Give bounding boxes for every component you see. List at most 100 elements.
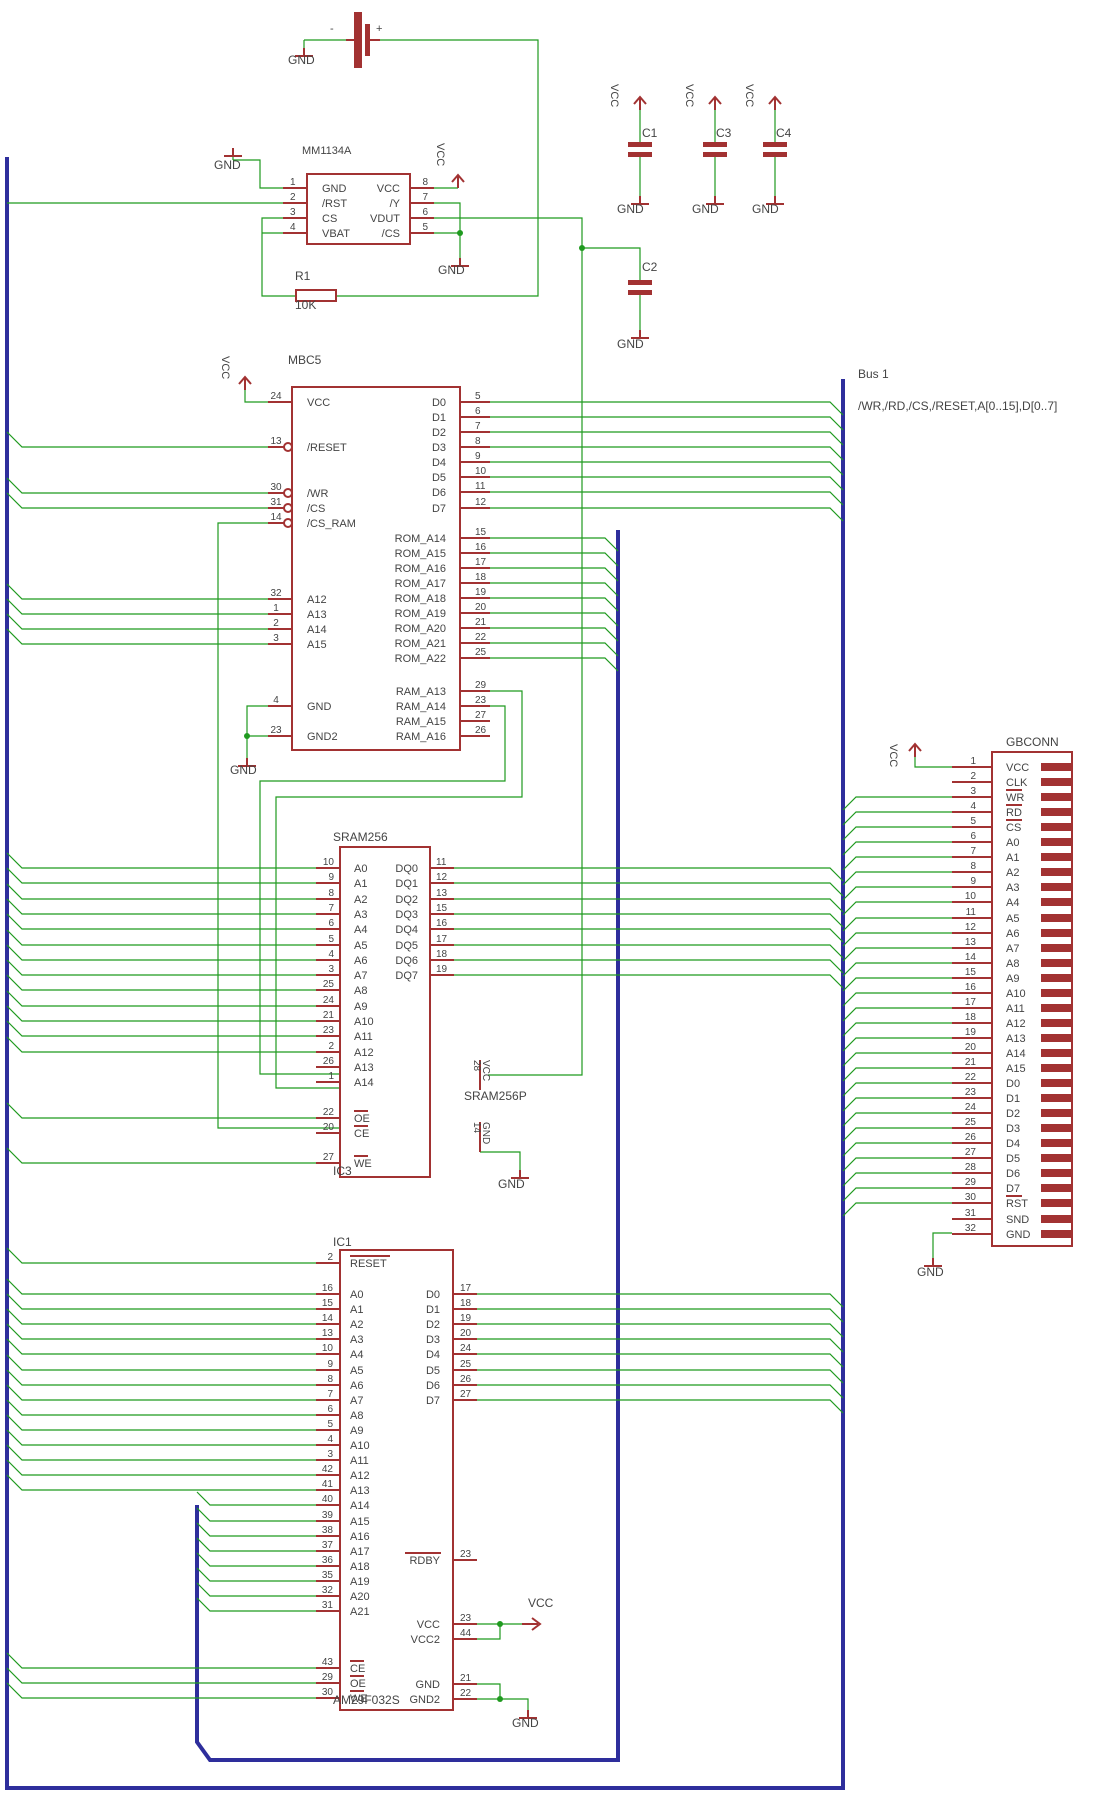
sram-pin-num: 24 xyxy=(323,995,335,1006)
mbc5-rom-bus-wire xyxy=(490,567,619,582)
gbconn-pin-label: RD xyxy=(1006,807,1022,819)
sram-pin-num: 1 xyxy=(328,1071,334,1082)
flash-left-bus-wire xyxy=(6,1399,316,1416)
c4-plate-top xyxy=(763,142,787,147)
battery-gnd: GND xyxy=(288,53,315,67)
c2-gnd-symbol xyxy=(631,330,649,339)
sram-gnd-wire xyxy=(480,1151,521,1170)
mm1134-vcc: VCC xyxy=(434,143,446,166)
mbc5-pin-num: 25 xyxy=(475,647,487,658)
gbconn-bus-wire xyxy=(842,1142,952,1157)
gbconn-contact xyxy=(1041,1230,1071,1238)
flash-data-bus-wire xyxy=(477,1323,844,1338)
sram-pin-num: 6 xyxy=(328,918,334,929)
c4-name: C4 xyxy=(776,126,792,140)
flash-vcc-label: VCC xyxy=(528,1596,554,1610)
gbconn-contact xyxy=(1041,974,1071,982)
gbconn-pin-num: 19 xyxy=(965,1027,977,1038)
gbconn-pin-label: A11 xyxy=(1006,1003,1025,1015)
flash-pin-label: A2 xyxy=(350,1319,363,1331)
gbconn-gnd-symbol xyxy=(924,1258,942,1267)
mbc5-pin-inverter xyxy=(283,518,293,528)
flash-pin-label: A16 xyxy=(350,1531,370,1543)
mbc5-pin-label: RAM_A13 xyxy=(396,686,446,698)
sram-pin-num: 22 xyxy=(323,1107,335,1118)
flash-pin-num: 6 xyxy=(327,1404,333,1415)
gbconn-bus-wire xyxy=(842,1112,952,1127)
mbc5-pin-num: 13 xyxy=(270,436,282,447)
mbc5-pin-label: ROM_A16 xyxy=(395,563,446,575)
sram-pin-label: A3 xyxy=(354,909,367,921)
gbconn-bus-wire xyxy=(842,886,952,901)
gbconn-contact xyxy=(1041,1049,1071,1057)
gbconn-contact xyxy=(1041,883,1071,891)
mm1134-junction xyxy=(457,230,463,236)
flash-left-bus-wire xyxy=(6,1338,316,1355)
mbc5-pin-num: 11 xyxy=(475,481,486,492)
mbc5-pin-label: RAM_A16 xyxy=(396,731,446,743)
mbc5-pin-label: A12 xyxy=(307,594,327,606)
gbconn-pin-label: D5 xyxy=(1006,1153,1020,1165)
flash-left-bus-wire xyxy=(6,1414,316,1431)
gbconn-pin-num: 2 xyxy=(970,771,976,782)
mbc5-gnd-symbol xyxy=(238,758,256,767)
gbconn-bus-wire xyxy=(842,796,952,811)
mm1134-vcc-symbol xyxy=(451,173,465,188)
flash-gnd-label: GND xyxy=(512,1716,539,1730)
flash-pin-num: 15 xyxy=(322,1298,334,1309)
sram-pin-label: A9 xyxy=(354,1001,367,1013)
mbc5-vcc: VCC xyxy=(219,356,231,379)
mm1134-body xyxy=(306,173,411,245)
r1-name: R1 xyxy=(295,269,311,283)
flash-pin-label: A19 xyxy=(350,1576,370,1588)
c1-name: C1 xyxy=(642,126,658,140)
gbconn-pin-label: A15 xyxy=(1006,1063,1026,1075)
gbconn-pin-label: A10 xyxy=(1006,988,1026,1000)
flash-pin-num: 32 xyxy=(322,1585,334,1596)
gbconn-contact xyxy=(1041,808,1071,816)
flash-left-bus-wire xyxy=(6,1384,316,1401)
mbc5-pin-label: GND2 xyxy=(307,731,338,743)
gbconn-pin-label: A2 xyxy=(1006,867,1019,879)
mbc5-pin-num: 16 xyxy=(475,542,487,553)
c2-plate-bottom xyxy=(628,290,652,295)
flash-left-bus-wire xyxy=(6,1444,316,1461)
gbconn-vcc-symbol xyxy=(908,742,922,757)
sram-pin-num: 12 xyxy=(436,872,448,883)
flash-pin-num: 9 xyxy=(327,1359,333,1370)
sram-pin-label: A2 xyxy=(354,894,367,906)
mm1134-pin-num: 7 xyxy=(422,192,428,203)
flash-pin-num: 37 xyxy=(322,1540,334,1551)
gbconn-contact xyxy=(1041,1154,1071,1162)
sram-addr-bus-wire xyxy=(6,867,316,884)
flash-pin-label: D3 xyxy=(426,1334,440,1346)
sram-pin-label: CE xyxy=(354,1128,369,1140)
sram-pin-label: A0 xyxy=(354,863,367,875)
sram-pin-num: 19 xyxy=(436,964,448,975)
gbconn-contact xyxy=(1041,959,1071,967)
mbc5-pin-num: 29 xyxy=(475,680,487,691)
gbconn-pin-label: A3 xyxy=(1006,882,1019,894)
gbconn-pin-num: 7 xyxy=(970,846,976,857)
sram-pin-label: DQ1 xyxy=(395,878,418,890)
gbconn-bus-wire xyxy=(842,1052,952,1067)
flash-pin-num: 7 xyxy=(327,1389,333,1400)
mbc5-data-bus-wire xyxy=(490,416,844,431)
gbconn-contact xyxy=(1041,778,1071,786)
gbconn-contact xyxy=(1041,1215,1071,1223)
sram-body xyxy=(339,846,431,1178)
gbconn-bus-wire xyxy=(842,1172,952,1187)
mbc5-pin-label: A14 xyxy=(307,624,327,636)
flash-vcc-wire xyxy=(477,1623,501,1640)
flash-pin-num: 29 xyxy=(322,1672,334,1683)
parts xyxy=(224,12,1073,1719)
sram-data-bus-wire xyxy=(454,959,844,974)
flash-data-bus-wire xyxy=(477,1369,844,1384)
gbconn-pin-num: 11 xyxy=(966,907,977,918)
mbc5-title: MBC5 xyxy=(288,353,322,367)
mm1134-pin-label: /Y xyxy=(390,198,401,210)
mbc5-pin-num: 20 xyxy=(475,602,487,613)
gbconn-pin-num: 12 xyxy=(965,922,977,933)
mm1134-pin-num: 8 xyxy=(422,177,428,188)
